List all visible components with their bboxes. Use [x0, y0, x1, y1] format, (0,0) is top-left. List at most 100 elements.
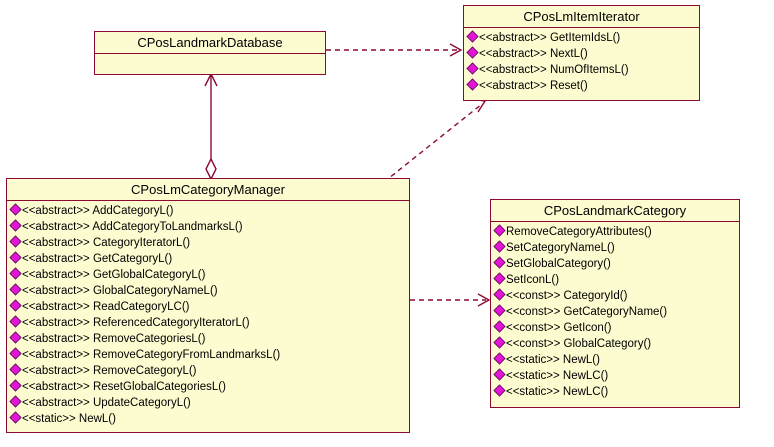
class-member: <<abstract>> NumOfItemsL(): [464, 62, 699, 78]
class-members-cposlmitemiterator: <<abstract>> GetItemIdsL() <<abstract>> N…: [464, 28, 699, 96]
class-title-cposlmitemiterator: CPosLmItemIterator: [464, 6, 699, 28]
class-member-label: <<static>> NewLC(): [506, 386, 609, 398]
class-box-cposlmitemiterator[interactable]: CPosLmItemIterator <<abstract>> GetItemI…: [463, 5, 700, 101]
connector-manager-to-category: [410, 290, 494, 310]
member-diamond-icon: [9, 203, 22, 216]
class-members-cposlandmarkcategory: RemoveCategoryAttributes() SetCategoryNam…: [491, 222, 739, 402]
class-member: <<abstract>> GetItemIdsL(): [464, 30, 699, 46]
class-title-cposlandmarkdatabase: CPosLandmarkDatabase: [95, 32, 325, 54]
class-member: <<abstract>> AddCategoryL(): [7, 203, 409, 219]
member-diamond-icon: [493, 288, 506, 301]
class-member: <<abstract>> UpdateCategoryL(): [7, 395, 409, 411]
class-member-label: <<abstract>> NextL(): [479, 48, 588, 60]
class-member-label: SetGlobalCategory(): [506, 258, 611, 270]
class-member-label: <<abstract>> GetGlobalCategoryL(): [22, 269, 206, 281]
member-diamond-icon: [493, 256, 506, 269]
member-diamond-icon: [466, 62, 479, 75]
member-diamond-icon: [9, 219, 22, 232]
class-member-label: <<const>> GetIcon(): [506, 322, 612, 334]
class-member: <<const>> GetCategoryName(): [491, 304, 739, 320]
class-member-label: SetCategoryNameL(): [506, 242, 615, 254]
member-diamond-icon: [493, 320, 506, 333]
member-diamond-icon: [9, 251, 22, 264]
class-member: SetCategoryNameL(): [491, 240, 739, 256]
member-diamond-icon: [9, 235, 22, 248]
class-member-label: <<abstract>> ResetGlobalCategoriesL(): [22, 381, 226, 393]
class-member: <<abstract>> NextL(): [464, 46, 699, 62]
class-member-label: <<abstract>> ReferencedCategoryIteratorL…: [22, 317, 250, 329]
member-diamond-icon: [9, 267, 22, 280]
class-member: <<abstract>> RemoveCategoryFromLandmarks…: [7, 347, 409, 363]
class-member: <<static>> NewL(): [7, 411, 409, 427]
class-member-label: <<abstract>> RemoveCategoryFromLandmarks…: [22, 349, 281, 361]
connector-manager-to-database: [200, 72, 224, 182]
member-diamond-icon: [466, 78, 479, 91]
member-diamond-icon: [493, 304, 506, 317]
class-member-label: <<abstract>> GetCategoryL(): [22, 253, 173, 265]
class-member: <<abstract>> CategoryIteratorL(): [7, 235, 409, 251]
member-diamond-icon: [9, 331, 22, 344]
class-member: <<abstract>> Reset(): [464, 78, 699, 94]
member-diamond-icon: [493, 384, 506, 397]
member-diamond-icon: [9, 283, 22, 296]
class-member-label: <<abstract>> RemoveCategoriesL(): [22, 333, 206, 345]
class-member: <<abstract>> ReferencedCategoryIteratorL…: [7, 315, 409, 331]
class-member-label: <<static>> NewL(): [506, 354, 600, 366]
class-title-cposlmcategorymanager: CPosLmCategoryManager: [7, 179, 409, 201]
member-diamond-icon: [9, 363, 22, 376]
class-member: <<abstract>> AddCategoryToLandmarksL(): [7, 219, 409, 235]
class-title-cposlandmarkcategory: CPosLandmarkCategory: [491, 200, 739, 222]
member-diamond-icon: [466, 30, 479, 43]
class-members-cposlandmarkdatabase: [95, 54, 325, 73]
class-member-label: <<abstract>> Reset(): [479, 80, 588, 92]
class-member-label: RemoveCategoryAttributes(): [506, 226, 652, 238]
class-member: <<abstract>> GetCategoryL(): [7, 251, 409, 267]
member-diamond-icon: [493, 368, 506, 381]
class-member-label: <<abstract>> UpdateCategoryL(): [22, 397, 191, 409]
member-diamond-icon: [9, 299, 22, 312]
class-box-cposlandmarkcategory[interactable]: CPosLandmarkCategory RemoveCategoryAttri…: [490, 199, 740, 408]
class-member-label: <<abstract>> NumOfItemsL(): [479, 64, 629, 76]
class-member-label: <<abstract>> GetItemIdsL(): [479, 32, 621, 44]
class-member: <<static>> NewLC(): [491, 368, 739, 384]
class-member-label: <<static>> NewL(): [22, 413, 116, 425]
class-member: <<const>> GetIcon(): [491, 320, 739, 336]
member-diamond-icon: [9, 395, 22, 408]
class-members-cposlmcategorymanager: <<abstract>> AddCategoryL() <<abstract>> …: [7, 201, 409, 429]
member-diamond-icon: [9, 379, 22, 392]
class-member: <<abstract>> RemoveCategoryL(): [7, 363, 409, 379]
connector-manager-to-iterator: [382, 96, 492, 184]
class-member: <<abstract>> RemoveCategoriesL(): [7, 331, 409, 347]
class-member-label: <<abstract>> AddCategoryToLandmarksL(): [22, 221, 243, 233]
class-member: <<abstract>> GetGlobalCategoryL(): [7, 267, 409, 283]
member-diamond-icon: [493, 224, 506, 237]
class-member: <<abstract>> ReadCategoryLC(): [7, 299, 409, 315]
class-member: <<static>> NewLC(): [491, 384, 739, 400]
class-member-label: SetIconL(): [506, 274, 560, 286]
member-diamond-icon: [493, 272, 506, 285]
class-member-label: <<const>> GetCategoryName(): [506, 306, 668, 318]
member-diamond-icon: [9, 411, 22, 424]
member-diamond-icon: [466, 46, 479, 59]
class-member-label: <<const>> GlobalCategory(): [506, 338, 652, 350]
class-member: SetGlobalCategory(): [491, 256, 739, 272]
member-diamond-icon: [493, 352, 506, 365]
member-diamond-icon: [493, 336, 506, 349]
class-member-label: <<abstract>> AddCategoryL(): [22, 205, 174, 217]
class-member: <<const>> GlobalCategory(): [491, 336, 739, 352]
class-member: <<const>> CategoryId(): [491, 288, 739, 304]
class-box-cposlmcategorymanager[interactable]: CPosLmCategoryManager <<abstract>> AddCa…: [6, 178, 410, 433]
class-member-label: <<abstract>> ReadCategoryLC(): [22, 301, 190, 313]
class-member-label: <<const>> CategoryId(): [506, 290, 628, 302]
class-member-label: <<abstract>> GlobalCategoryNameL(): [22, 285, 218, 297]
class-member: <<abstract>> ResetGlobalCategoriesL(): [7, 379, 409, 395]
class-member: RemoveCategoryAttributes(): [491, 224, 739, 240]
member-diamond-icon: [9, 347, 22, 360]
class-member: SetIconL(): [491, 272, 739, 288]
member-diamond-icon: [493, 240, 506, 253]
class-member-label: <<abstract>> RemoveCategoryL(): [22, 365, 197, 377]
class-member: <<abstract>> GlobalCategoryNameL(): [7, 283, 409, 299]
class-box-cposlandmarkdatabase[interactable]: CPosLandmarkDatabase: [94, 31, 326, 75]
connector-database-to-iterator: [326, 40, 466, 60]
